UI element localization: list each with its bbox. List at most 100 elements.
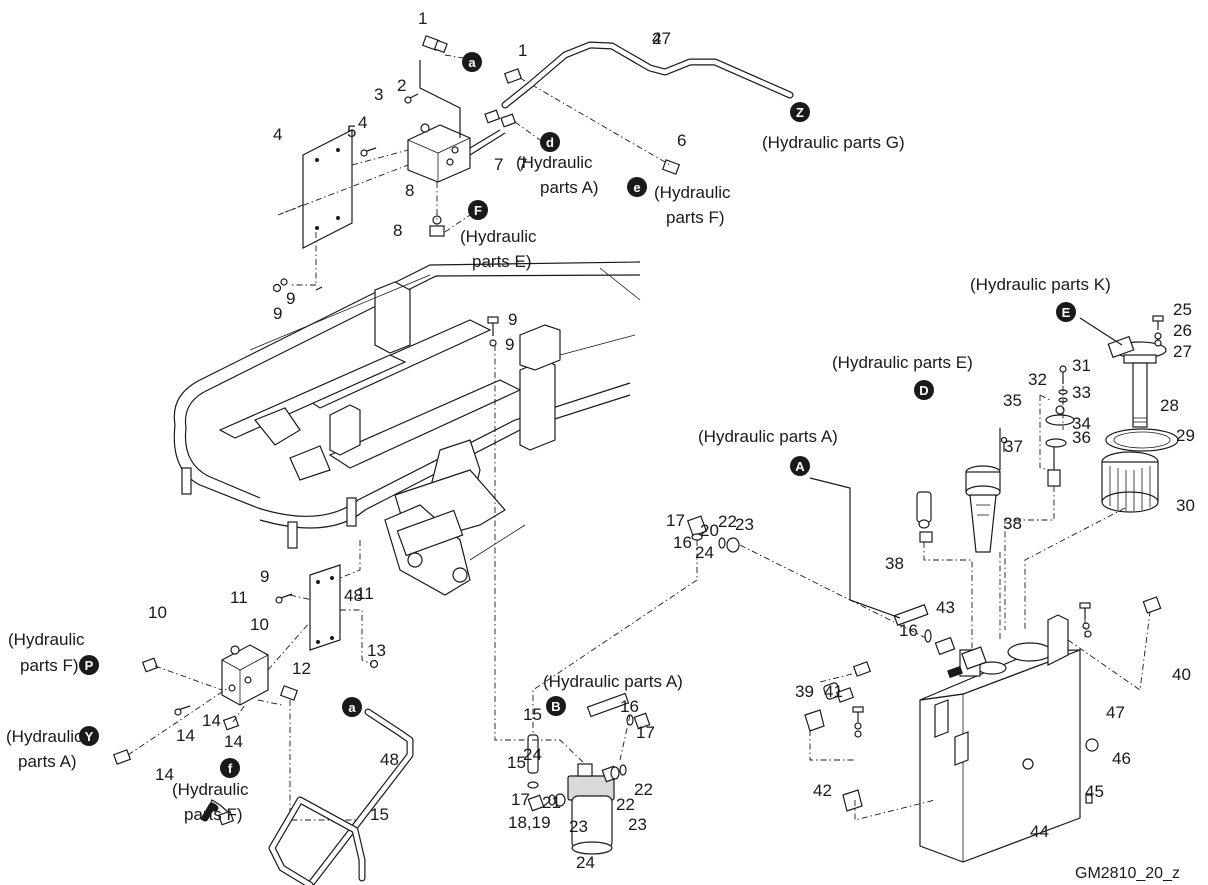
part-number-label: 25 xyxy=(1173,300,1192,319)
hose-46 xyxy=(268,708,414,885)
part-number-label: 9 xyxy=(273,304,282,323)
marker-d: d xyxy=(540,132,560,152)
part-number-label: 22 xyxy=(616,795,635,814)
fitting-5 xyxy=(661,159,681,175)
valve-block-upper xyxy=(407,124,471,183)
part-number-label: 24 xyxy=(523,745,542,764)
reference-label: (Hydraulic parts G) xyxy=(762,133,905,152)
part-number-label: 23 xyxy=(628,815,647,834)
fitting-15-top xyxy=(686,515,708,537)
part-number-label: 24 xyxy=(576,853,595,872)
marker-a-upper: a xyxy=(462,52,482,72)
ref-lower-f-line1: (Hydraulic xyxy=(172,780,249,799)
frame-bracket-left xyxy=(374,281,411,354)
part-number-label: 15 xyxy=(370,805,389,824)
reference-label: (Hydraulic parts A) xyxy=(698,427,838,446)
fitting-6 xyxy=(484,109,501,124)
marker-letter: d xyxy=(546,135,554,150)
filter-element-27 xyxy=(1101,451,1159,513)
filler-neck-25 xyxy=(1107,335,1167,428)
part-number-label: 16 xyxy=(673,533,692,552)
ref-lower-F-line1: (Hydraulic xyxy=(8,630,85,649)
drawing-code: GM2810_20_z xyxy=(1075,865,1180,882)
part-number-label: 3 xyxy=(374,85,383,104)
part-number-label: 23 xyxy=(735,515,754,534)
marker-D: D xyxy=(914,380,934,400)
marker-letter: a xyxy=(468,55,476,70)
marker-a-lower: a xyxy=(342,697,362,717)
part-number-label: 44 xyxy=(1030,822,1049,841)
part-number-label: 41 xyxy=(824,682,843,701)
fitting-11-top xyxy=(141,657,159,673)
part-number-label: 1 xyxy=(418,9,427,28)
part-number-label: 9 xyxy=(505,335,514,354)
part-number-label: 9 xyxy=(286,289,295,308)
part-number-label: 14 xyxy=(176,726,195,745)
part-number-label: 24 xyxy=(695,543,714,562)
part-number-label: 38 xyxy=(885,554,904,573)
valve-block-lower xyxy=(221,644,269,706)
upper-valve-assembly xyxy=(272,35,681,293)
part-number-label: 27 xyxy=(1173,342,1192,361)
ref-lower-A-line1: (Hydraulic xyxy=(6,727,83,746)
part-number-label: 6 xyxy=(677,131,686,150)
ref-lower-A-line2: parts A) xyxy=(18,752,77,771)
part-number-label: 8 xyxy=(405,181,414,200)
part-number-label: 4 xyxy=(358,113,367,132)
part-number-label: 11 xyxy=(230,588,248,607)
part-number-label: 20 xyxy=(700,521,719,540)
lower-valve-assembly xyxy=(112,540,379,832)
part-number-label: 9 xyxy=(508,310,517,329)
ref-lower-F-line2: parts F) xyxy=(20,656,79,675)
ref-upper-E-line2: parts E) xyxy=(472,252,532,271)
pipe-13 xyxy=(586,692,630,718)
hydraulic-tank xyxy=(804,315,1179,863)
reference-label: (Hydraulic parts A) xyxy=(543,672,683,691)
part-number-label: 22 xyxy=(718,512,737,531)
ref-upper-F-line1: (Hydraulic xyxy=(654,183,731,202)
marker-P: P xyxy=(79,655,99,675)
fitting-2-mid xyxy=(500,113,517,128)
part-number-label: 30 xyxy=(1176,496,1195,515)
part-number-label: 11 xyxy=(356,584,374,603)
part-number-label: 8 xyxy=(393,221,402,240)
part-number-label: 16 xyxy=(620,697,639,716)
part-number-label: 15 xyxy=(523,705,542,724)
part-number-label: 2 xyxy=(652,29,661,48)
part-number-label: 40 xyxy=(1172,665,1191,684)
part-number-label: 10 xyxy=(250,615,269,634)
marker-letter: D xyxy=(919,383,928,398)
marker-letter: f xyxy=(228,761,233,776)
marker-letter: a xyxy=(348,700,356,715)
hydraulic-filter xyxy=(567,763,619,855)
part-number-label: 4 xyxy=(273,125,282,144)
tank-body-44 xyxy=(919,642,1099,863)
part-number-label: 43 xyxy=(936,598,955,617)
reference-labels: (Hydraulic parts G) (Hydraulic parts A) … xyxy=(6,133,1111,824)
part-number-label: 17 xyxy=(636,723,655,742)
marker-letter: e xyxy=(633,180,640,195)
ref-lower-f-line2: parts F) xyxy=(184,805,243,824)
marker-B: B xyxy=(546,696,566,716)
marker-letter: P xyxy=(85,658,94,673)
part-number-label: 2 xyxy=(397,76,406,95)
hose-45 xyxy=(501,41,794,109)
part-number-label: 31 xyxy=(1072,356,1091,375)
part-number-label: 13 xyxy=(367,641,386,660)
part-number-label: 36 xyxy=(1072,428,1091,447)
marker-Y: Y xyxy=(79,726,99,746)
part-number-label: 35 xyxy=(1003,391,1022,410)
fitting-4-top xyxy=(503,68,523,84)
marker-A: A xyxy=(790,456,810,476)
filter-assembly xyxy=(494,345,931,855)
part-number-label: 17 xyxy=(511,790,530,809)
marker-letter: E xyxy=(1062,305,1071,320)
marker-letter: Y xyxy=(85,729,94,744)
marker-Z: Z xyxy=(790,102,810,122)
ref-upper-E-line1: (Hydraulic xyxy=(460,227,537,246)
marker-E: E xyxy=(1056,302,1076,322)
part-number-label: 17 xyxy=(666,511,685,530)
gasket-26 xyxy=(1105,428,1179,452)
part-number-label: 14 xyxy=(224,732,243,751)
